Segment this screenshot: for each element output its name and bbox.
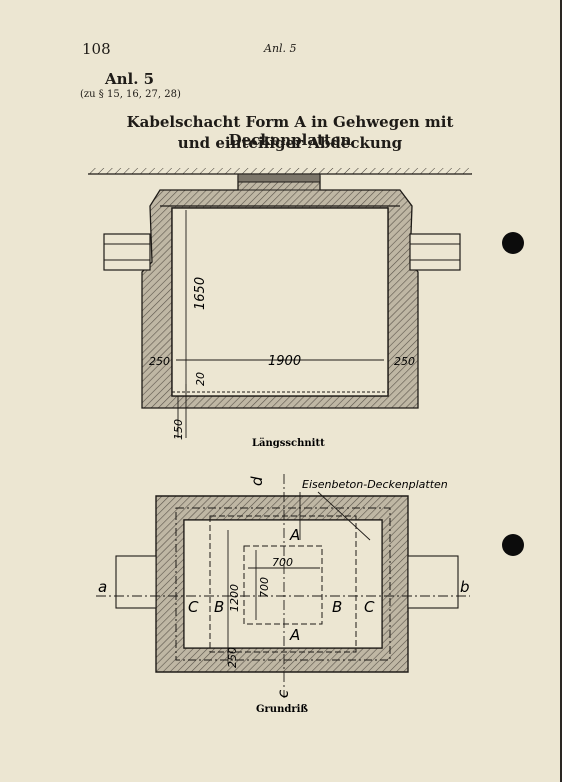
marker-d: d — [248, 476, 266, 486]
title-line-2: und einteiliger Abdeckung — [177, 134, 403, 152]
punch-hole-bottom — [502, 534, 524, 556]
plan-view: d c a b A A B B C C 1200 700 700 250 Eis… — [96, 474, 470, 715]
slab-C-left: C — [188, 598, 199, 616]
shaft-interior — [171, 207, 389, 397]
callout-deckenplatten: Eisenbeton-Deckenplatten — [302, 478, 448, 491]
pipe-left — [103, 233, 151, 271]
slab-B-left: B — [214, 598, 224, 616]
annex-label: Anl. 5 — [105, 70, 155, 88]
slab-B-right: B — [332, 598, 342, 616]
dim-250: 250 — [226, 647, 239, 668]
plan-pipe-right — [407, 555, 459, 609]
dim-1200: 1200 — [228, 584, 241, 612]
page-number: 108 — [82, 40, 111, 58]
manhole-cover — [237, 173, 321, 183]
dim-700-height: 700 — [258, 577, 271, 598]
running-head: Anl. 5 — [264, 42, 297, 55]
dim-floor: 20 — [194, 372, 207, 386]
slab-A-top: A — [289, 526, 300, 544]
pipe-right — [409, 233, 461, 271]
slab-C-right: C — [364, 598, 375, 616]
section-view: 1650 1900 250 250 20 150 Längsschnitt — [88, 168, 472, 449]
title-line-1: Kabelschacht Form A in Gehwegen mit Deck… — [126, 113, 454, 149]
dim-wall-left: 250 — [149, 355, 170, 368]
dim-base: 150 — [172, 419, 185, 440]
plan-pipe-left — [115, 555, 157, 609]
slab-A-bottom: A — [289, 626, 300, 644]
marker-a: a — [98, 578, 107, 596]
section-label: Längsschnitt — [252, 438, 325, 449]
marker-b: b — [460, 578, 470, 596]
plan-label: Grundriß — [256, 704, 308, 715]
dim-width: 1900 — [268, 354, 301, 369]
dim-700-width: 700 — [272, 556, 293, 569]
marker-c: c — [274, 689, 292, 698]
dim-height: 1650 — [193, 277, 208, 310]
punch-hole-top — [502, 232, 524, 254]
ground-surface — [88, 168, 472, 174]
dim-wall-right: 250 — [394, 355, 415, 368]
annex-reference: (zu § 15, 16, 27, 28) — [80, 89, 181, 100]
